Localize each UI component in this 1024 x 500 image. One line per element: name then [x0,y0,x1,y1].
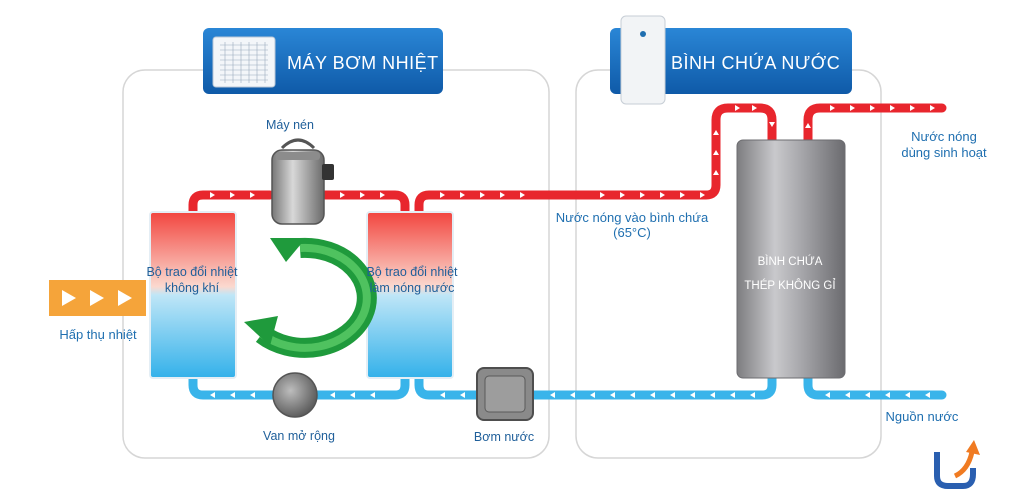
air-exchanger-label-1: Bộ trao đổi nhiệt [146,265,238,279]
outdoor-unit-icon [220,42,268,83]
tank-label-1: BÌNH CHỨA [758,255,823,268]
cold-pipes [188,370,947,400]
hot-to-tank-label-2: (65°C) [613,225,651,240]
water-heater-icon [620,15,666,105]
water-pump-label: Bơm nước [474,430,534,444]
compressor-icon [271,138,334,225]
water-source-label: Nguồn nước [886,409,959,424]
cold-pipe-arrows [210,392,930,398]
hot-pipe-arrows [210,105,935,198]
cycle-label-1: Chu trình [270,275,328,290]
heat-absorb-arrows [49,280,146,316]
water-exchanger-label-2: làm nóng nước [370,281,455,295]
water-tank-header: BÌNH CHỨA NƯỚC [610,15,852,105]
air-heat-exchanger [149,211,237,379]
hot-use-label-2: dùng sinh hoạt [901,145,987,160]
water-heat-exchanger [366,211,454,379]
heat-pump-title: MÁY BƠM NHIỆT [287,53,439,73]
heat-pump-header: MÁY BƠM NHIỆT [203,28,443,94]
heat-absorb-label: Hấp thụ nhiệt [59,327,137,342]
hot-use-label-1: Nước nóng [911,129,977,144]
co2-cycle-icon [244,237,377,358]
tank-label-2: THÉP KHÔNG GỈ [744,279,835,292]
air-exchanger-label-2: không khí [165,281,220,295]
brand-logo-icon [934,440,980,489]
expansion-valve-icon [272,372,318,418]
water-tank-title: BÌNH CHỨA NƯỚC [671,52,840,73]
compressor-label: Máy nén [266,118,314,132]
expansion-valve-label: Van mở rộng [263,429,335,443]
water-exchanger-label-1: Bộ trao đổi nhiệt [366,265,458,279]
cycle-label-2: làm lạnh CO2 [257,291,340,306]
stainless-tank-icon [736,139,846,379]
hot-to-tank-label-1: Nước nóng vào bình chứa [556,210,709,225]
